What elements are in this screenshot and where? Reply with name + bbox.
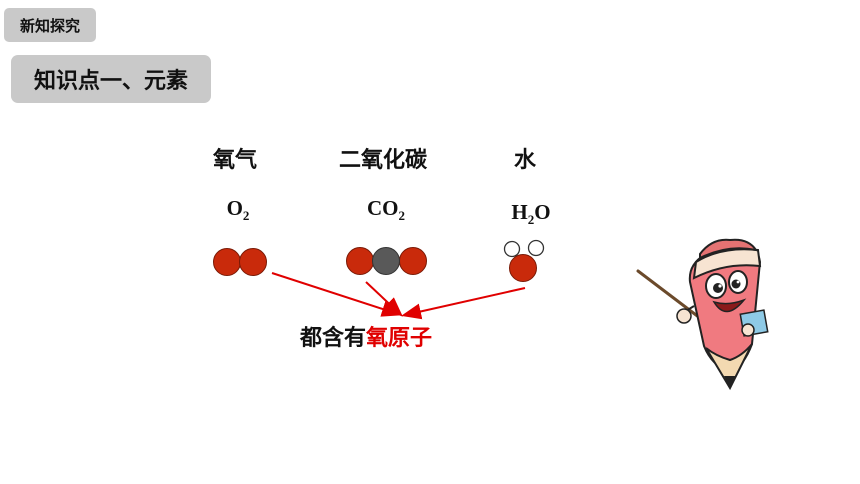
formula-oxygen: O2: [226, 196, 250, 224]
oxygen-atom: [239, 248, 267, 276]
section-tag: 新知探究: [4, 8, 96, 42]
carbon-dioxide-molecule: [346, 247, 427, 275]
conclusion-text: 都含有氧原子: [300, 326, 433, 351]
hydrogen-atom: [527, 239, 545, 257]
substance-name-water: 水: [513, 148, 537, 173]
formula-water: H2O: [511, 200, 551, 228]
hydrogen-atom: [503, 240, 521, 258]
page-title: 知识点一、元素: [11, 55, 211, 103]
substance-name-oxygen: 氧气: [212, 148, 258, 173]
substance-name-carbon-dioxide: 二氧化碳: [338, 148, 428, 173]
arrow-from-oxygen: [271, 272, 402, 317]
arrow-from-water: [401, 287, 526, 320]
conclusion-highlight: 氧原子: [366, 326, 433, 351]
oxygen-molecule: [213, 248, 267, 276]
water-molecule: [503, 239, 545, 282]
carbon-atom: [372, 247, 400, 275]
arrow-from-carbon-dioxide: [365, 281, 403, 317]
formula-carbon-dioxide: CO2: [367, 196, 405, 224]
oxygen-atom: [509, 254, 537, 282]
